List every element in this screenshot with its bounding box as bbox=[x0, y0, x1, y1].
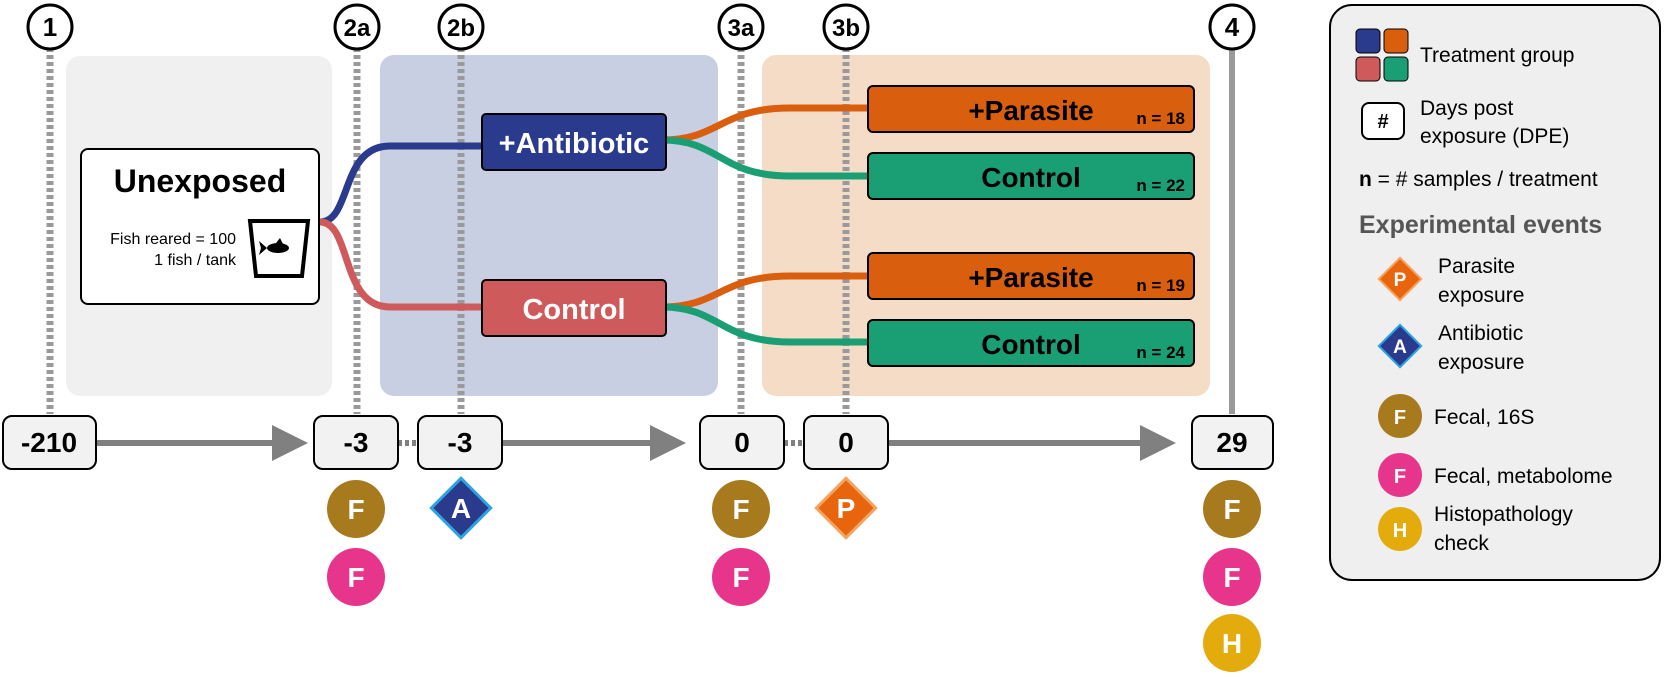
day-2a: -3 bbox=[344, 427, 369, 458]
legend-parasite-icon-label: P bbox=[1394, 270, 1407, 291]
final-group-2-n: n = 22 bbox=[1136, 176, 1185, 195]
unexposed-title: Unexposed bbox=[114, 163, 286, 199]
legend-dpe-line1: Days post bbox=[1420, 97, 1514, 120]
unexposed-box: Unexposed Fish reared = 100 1 fish / tan… bbox=[80, 148, 320, 305]
legend-parasite-line2: exposure bbox=[1438, 284, 1524, 307]
legend-events-heading: Experimental events bbox=[1359, 211, 1602, 239]
legend-parasite-line1: Parasite bbox=[1438, 255, 1515, 278]
fecal-16s-marker-3a bbox=[712, 480, 770, 538]
final-group-2-label: Control bbox=[981, 162, 1081, 193]
antibiotic-exposure-marker-label: A bbox=[451, 493, 471, 524]
legend-antibiotic-line1: Antibiotic bbox=[1438, 322, 1523, 345]
step-3a-label: 3a bbox=[728, 15, 755, 42]
legend-histopathology-icon-label: H bbox=[1393, 520, 1407, 542]
legend: Treatment group # Days post exposure (DP… bbox=[1329, 4, 1661, 581]
parasite-panel bbox=[762, 55, 1210, 396]
fecal-16s-marker-4 bbox=[1203, 480, 1261, 538]
legend-dpe-box bbox=[1361, 102, 1405, 140]
legend-fecal-16s: Fecal, 16S bbox=[1434, 406, 1534, 429]
step-3b-label: 3b bbox=[832, 15, 860, 42]
step-1-label: 1 bbox=[43, 12, 57, 42]
legend-fecal-metabolome-icon-label: F bbox=[1394, 466, 1406, 488]
fecal-16s-marker-2a bbox=[327, 480, 385, 538]
step-2a-label: 2a bbox=[344, 15, 371, 42]
fish-per-tank-text: 1 fish / tank bbox=[154, 252, 237, 269]
fish-icon bbox=[259, 238, 289, 255]
legend-fecal-16s-icon-label: F bbox=[1394, 407, 1406, 429]
legend-dpe-symbol: # bbox=[1377, 111, 1388, 133]
antibiotic-group-label: +Antibiotic bbox=[499, 128, 650, 160]
legend-histopathology-line2: check bbox=[1434, 532, 1489, 555]
timeline-days: -210 -3 -3 0 0 29 bbox=[2, 415, 1274, 470]
day-3b: 0 bbox=[838, 427, 854, 458]
legend-fecal-metabolome-icon bbox=[1378, 453, 1422, 497]
step-2b-label: 2b bbox=[447, 15, 475, 42]
legend-fecal-16s-icon bbox=[1378, 394, 1422, 438]
fecal-metabolome-marker-2a-label: F bbox=[347, 562, 364, 593]
fecal-metabolome-marker-3a-label: F bbox=[732, 562, 749, 593]
fecal-metabolome-marker-4-label: F bbox=[1223, 562, 1240, 593]
legend-histopathology-line1: Histopathology bbox=[1434, 503, 1573, 526]
legend-treatment-group: Treatment group bbox=[1420, 44, 1574, 67]
branch-curves bbox=[319, 104, 870, 346]
event-markers: F F A F F P F F H bbox=[327, 476, 1261, 672]
legend-n-definition: n = # samples / treatment bbox=[1359, 168, 1598, 191]
step-guide-lines bbox=[46, 48, 850, 414]
parasite-exposure-marker bbox=[814, 476, 878, 540]
step-4-label: 4 bbox=[1225, 12, 1240, 42]
fecal-16s-marker-3a-label: F bbox=[732, 494, 749, 525]
legend-antibiotic-icon bbox=[1377, 323, 1423, 369]
histopathology-marker-4-label: H bbox=[1222, 628, 1242, 659]
final-group-2: Control n = 22 bbox=[867, 152, 1195, 200]
histopathology-marker-4 bbox=[1203, 614, 1261, 672]
day-1: -210 bbox=[21, 427, 77, 458]
antibiotic-panel bbox=[380, 55, 718, 396]
treatment-group-swatches bbox=[1355, 28, 1409, 82]
antibiotic-exposure-marker bbox=[429, 476, 493, 540]
final-group-1-label: +Parasite bbox=[968, 95, 1093, 126]
final-group-3: +Parasite n = 19 bbox=[867, 252, 1195, 300]
final-group-4-n: n = 24 bbox=[1136, 343, 1185, 362]
day-4: 29 bbox=[1216, 427, 1247, 458]
day-2b: -3 bbox=[448, 427, 473, 458]
final-group-4: Control n = 24 bbox=[867, 319, 1195, 367]
final-group-4-label: Control bbox=[981, 329, 1081, 360]
fecal-metabolome-marker-3a bbox=[712, 548, 770, 606]
final-group-1-n: n = 18 bbox=[1136, 109, 1185, 128]
legend-fecal-metabolome: Fecal, metabolome bbox=[1434, 465, 1613, 488]
legend-box bbox=[1329, 4, 1661, 581]
fecal-16s-marker-2a-label: F bbox=[347, 494, 364, 525]
antibiotic-group-box: +Antibiotic bbox=[481, 113, 667, 171]
step-markers: 1 2a 2b 3a 3b 4 bbox=[26, 3, 1256, 51]
final-group-1: +Parasite n = 18 bbox=[867, 85, 1195, 133]
legend-histopathology-icon bbox=[1378, 507, 1422, 551]
final-group-3-label: +Parasite bbox=[968, 262, 1093, 293]
legend-antibiotic-line2: exposure bbox=[1438, 351, 1524, 374]
control-group-box: Control bbox=[481, 279, 667, 337]
fish-reared-text: Fish reared = 100 bbox=[110, 231, 236, 248]
fecal-metabolome-marker-4 bbox=[1203, 548, 1261, 606]
fecal-metabolome-marker-2a bbox=[327, 548, 385, 606]
parasite-exposure-marker-label: P bbox=[837, 493, 856, 524]
legend-dpe-line2: exposure (DPE) bbox=[1420, 125, 1569, 148]
legend-antibiotic-icon-label: A bbox=[1393, 337, 1407, 358]
day-3a: 0 bbox=[734, 427, 750, 458]
control-group-label: Control bbox=[522, 294, 625, 326]
final-group-3-n: n = 19 bbox=[1136, 276, 1185, 295]
fecal-16s-marker-4-label: F bbox=[1223, 494, 1240, 525]
legend-parasite-icon bbox=[1377, 256, 1423, 302]
